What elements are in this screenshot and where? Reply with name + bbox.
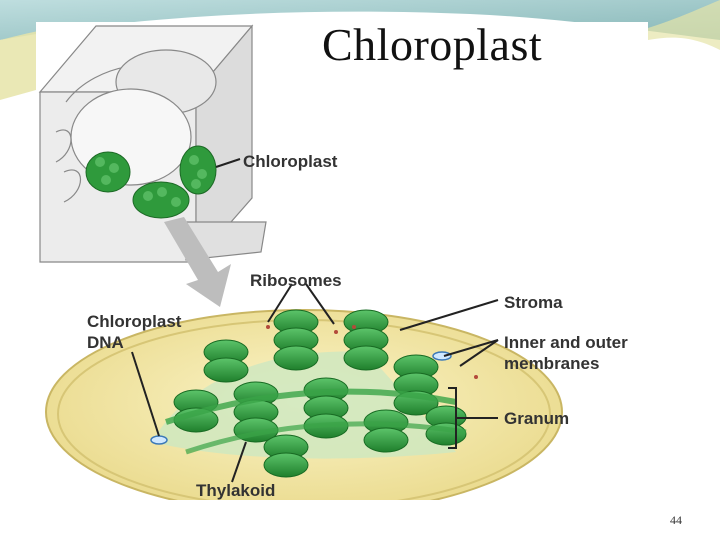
label-chloroplast-dna-line2: DNA <box>87 333 124 352</box>
label-chloroplast-dna-line1: Chloroplast <box>87 312 182 331</box>
label-stroma: Stroma <box>504 293 563 312</box>
label-leader-lines <box>131 158 499 483</box>
label-membranes-line2: membranes <box>504 354 600 373</box>
label-chloroplast: Chloroplast <box>243 152 338 171</box>
page-number: 44 <box>670 513 682 527</box>
slide-title: Chloroplast <box>322 19 543 70</box>
zoom-arrow <box>164 217 231 307</box>
label-membranes: Inner and outer membranes <box>504 332 628 374</box>
label-granum: Granum <box>504 409 570 428</box>
cell-chloroplasts <box>85 145 217 219</box>
label-thylakoid: Thylakoid <box>196 481 276 500</box>
label-ribosomes: Ribosomes <box>250 271 342 290</box>
label-chloroplast-dna: Chloroplast DNA <box>87 311 181 353</box>
chloroplast-illustration <box>38 24 563 500</box>
label-membranes-line1: Inner and outer <box>504 333 628 352</box>
plant-cell-drawing <box>38 24 267 264</box>
